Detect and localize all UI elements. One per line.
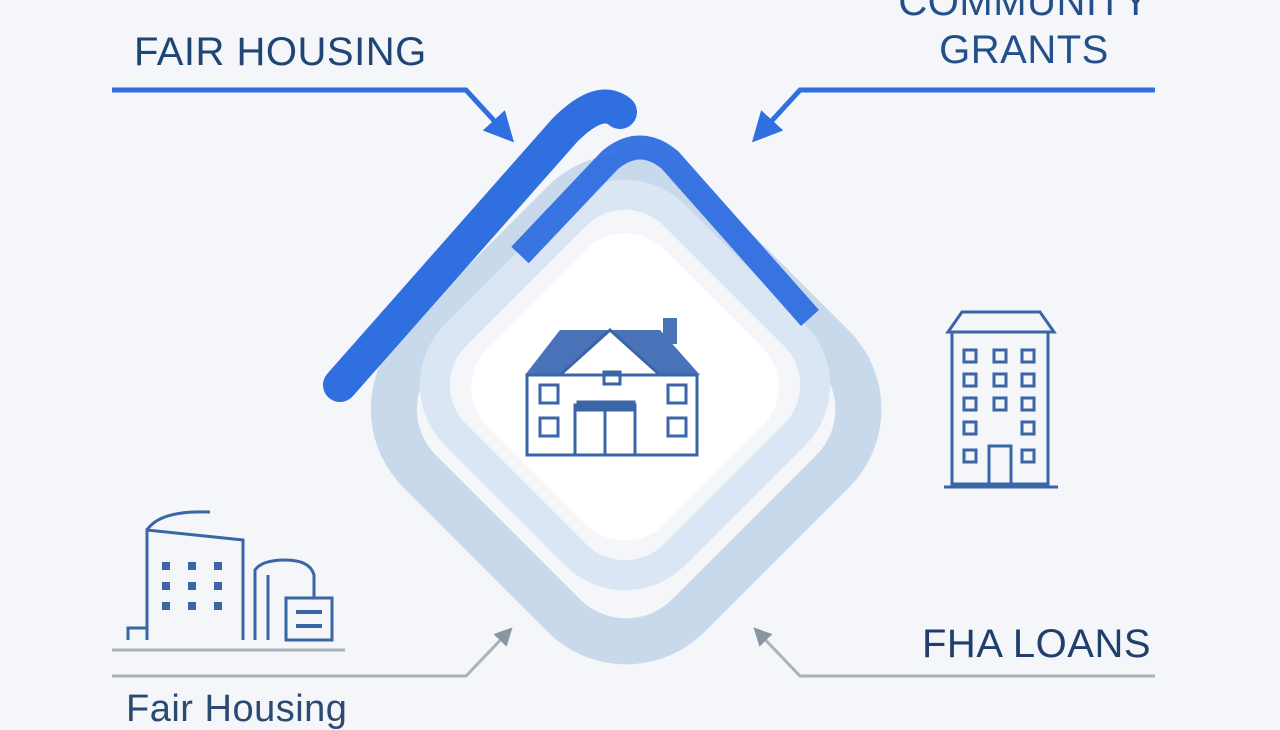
apartment-building-icon [944, 310, 1058, 489]
label-fair-housing: FAIR HOUSING [134, 30, 427, 74]
connector-top-right [751, 87, 1155, 143]
connector-bottom-left [112, 627, 513, 678]
label-fha-loans: FHA LOANS [922, 622, 1152, 666]
label-fair-housing-bottom: Fair Housing [126, 688, 348, 730]
label-grants: GRANTS [939, 28, 1109, 72]
connector-top-left [112, 87, 515, 143]
connector-bottom-right [753, 627, 1155, 678]
house-icon [525, 318, 700, 457]
city-buildings-icon [112, 510, 345, 652]
label-community: COMMUNITY [898, 0, 1150, 24]
